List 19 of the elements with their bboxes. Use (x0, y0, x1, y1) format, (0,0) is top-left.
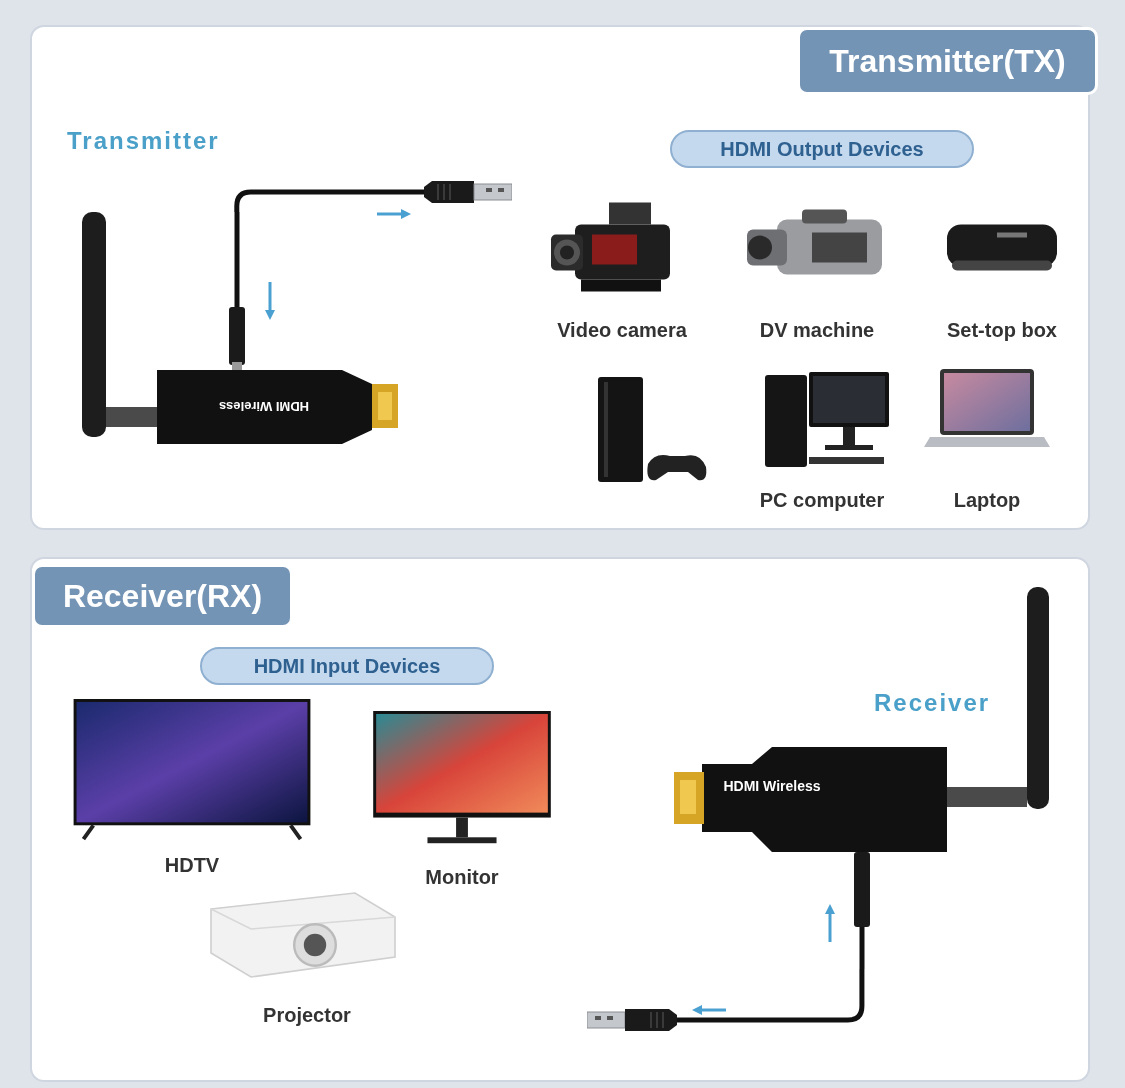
device-heading: Receiver (874, 689, 991, 717)
device-caption: Video camera (556, 319, 688, 342)
cable (677, 969, 865, 1023)
cable (234, 189, 424, 212)
section-pill: HDMI Input Devices (200, 647, 494, 685)
device-caption: Projector (262, 1004, 352, 1027)
device-caption: DV machine (758, 319, 876, 342)
panel-tab: Transmitter(TX) (797, 27, 1098, 95)
section-pill: HDMI Output Devices (670, 130, 974, 168)
printed-label: HDMI Wireless (218, 399, 310, 414)
panel (30, 557, 1090, 1082)
device-caption: Monitor (424, 866, 500, 889)
device-caption: PC computer (758, 489, 886, 512)
panel-tab: Receiver(RX) (32, 564, 293, 628)
device-heading: Transmitter (67, 127, 220, 155)
device-caption: Laptop (952, 489, 1022, 512)
device-caption: HDTV (163, 854, 221, 877)
device-caption: Set-top box (946, 319, 1058, 342)
printed-label: HDMI Wireless (723, 778, 821, 794)
